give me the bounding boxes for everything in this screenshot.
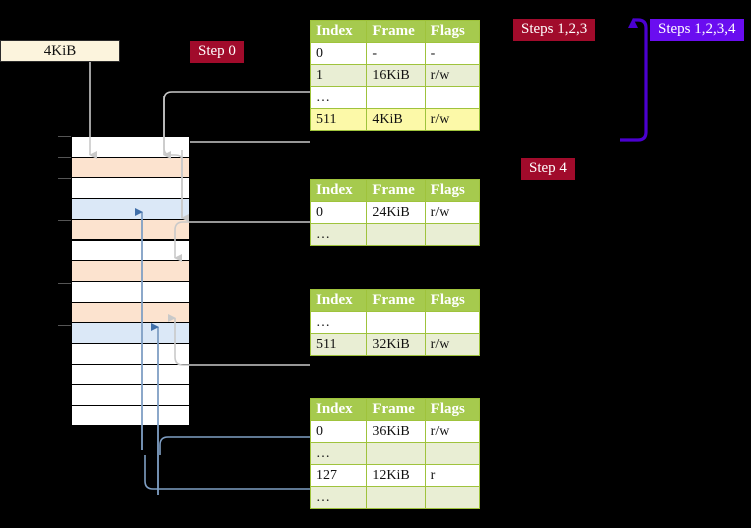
column-header-frame: Frame bbox=[366, 289, 426, 312]
table-cell bbox=[366, 486, 426, 509]
column-header-frame: Frame bbox=[366, 179, 426, 202]
column-header-flags: Flags bbox=[424, 289, 481, 312]
table-cell: 1 bbox=[309, 64, 368, 87]
memory-frame-row bbox=[71, 218, 190, 240]
memory-frame-row bbox=[71, 177, 190, 199]
table-cell: 127 bbox=[309, 464, 368, 487]
table-cell: 0 bbox=[309, 201, 368, 224]
memory-tick bbox=[58, 325, 71, 326]
memory-frame-row bbox=[71, 136, 190, 157]
table-cell: 0 bbox=[309, 42, 368, 65]
table-cell: 36KiB bbox=[366, 420, 426, 443]
memory-frame-row bbox=[71, 363, 190, 385]
memory-frame-row bbox=[71, 384, 190, 406]
table-cell: - bbox=[424, 42, 481, 65]
memory-frame-row bbox=[71, 405, 190, 426]
column-header-index: Index bbox=[309, 398, 368, 421]
table-cell: r bbox=[424, 464, 481, 487]
memory-frame-row bbox=[71, 343, 190, 364]
wire-pdpt-hook bbox=[174, 221, 310, 262]
kib-box: 4KiB bbox=[0, 40, 120, 62]
memory-tick bbox=[58, 220, 71, 221]
table-cell: 12KiB bbox=[366, 464, 426, 487]
table-cell: 511 bbox=[309, 108, 368, 131]
memory-frame-row bbox=[71, 301, 190, 323]
column-header-index: Index bbox=[309, 179, 368, 202]
table-cell: r/w bbox=[424, 108, 481, 131]
wire-pd-hook bbox=[168, 314, 310, 366]
memory-tick bbox=[58, 136, 71, 137]
table-cell bbox=[366, 311, 426, 334]
memory-frame-row bbox=[71, 198, 190, 219]
memory-column bbox=[71, 136, 190, 426]
table-cell: - bbox=[366, 42, 426, 65]
column-header-frame: Frame bbox=[366, 20, 426, 43]
table-row: 0-- bbox=[309, 42, 481, 65]
table-cell: 16KiB bbox=[366, 64, 426, 87]
memory-frame-row bbox=[71, 280, 190, 302]
table-cell bbox=[424, 442, 481, 465]
column-header-flags: Flags bbox=[424, 20, 481, 43]
column-header-flags: Flags bbox=[424, 179, 481, 202]
table-cell bbox=[366, 86, 426, 109]
table-cell: 4KiB bbox=[366, 108, 426, 131]
column-header-flags: Flags bbox=[424, 398, 481, 421]
table-cell bbox=[366, 223, 426, 246]
table-row: … bbox=[309, 86, 481, 109]
table-cell: r/w bbox=[424, 333, 481, 356]
memory-tick bbox=[58, 178, 71, 179]
memory-frame-row bbox=[71, 260, 190, 281]
wire-pt-row127 bbox=[144, 455, 310, 490]
steps-1234-badge: Steps 1,2,3,4 bbox=[650, 19, 744, 41]
table-cell: … bbox=[309, 86, 368, 109]
table-cell bbox=[366, 442, 426, 465]
column-header-index: Index bbox=[309, 289, 368, 312]
memory-frame-row bbox=[71, 156, 190, 178]
table-cell: … bbox=[309, 486, 368, 509]
violet-loop-arrow bbox=[620, 18, 648, 142]
table-cell: … bbox=[309, 442, 368, 465]
table-cell bbox=[424, 486, 481, 509]
table-cell: … bbox=[309, 223, 368, 246]
step-0-badge: Step 0 bbox=[190, 41, 244, 63]
table-row: … bbox=[309, 223, 481, 246]
table-cell bbox=[424, 311, 481, 334]
steps-123-badge: Steps 1,2,3 bbox=[513, 19, 596, 41]
memory-tick bbox=[58, 157, 71, 158]
table-cell: r/w bbox=[424, 64, 481, 87]
table-cell: 24KiB bbox=[366, 201, 426, 224]
table-cell: 32KiB bbox=[366, 333, 426, 356]
column-header-index: Index bbox=[309, 20, 368, 43]
table-row: … bbox=[309, 311, 481, 334]
table-cell: r/w bbox=[424, 201, 481, 224]
table-row: … bbox=[309, 442, 481, 465]
table-cell: r/w bbox=[424, 420, 481, 443]
table-row: … bbox=[309, 486, 481, 509]
wire-pt-row0 bbox=[159, 436, 310, 455]
table-cell bbox=[424, 223, 481, 246]
table-cell bbox=[424, 86, 481, 109]
memory-frame-row bbox=[71, 322, 190, 343]
column-header-frame: Frame bbox=[366, 398, 426, 421]
step-4-badge: Step 4 bbox=[521, 158, 575, 180]
table-cell: 511 bbox=[309, 333, 368, 356]
memory-frame-row bbox=[71, 239, 190, 261]
table-cell: … bbox=[309, 311, 368, 334]
memory-tick bbox=[58, 283, 71, 284]
table-cell: 0 bbox=[309, 420, 368, 443]
